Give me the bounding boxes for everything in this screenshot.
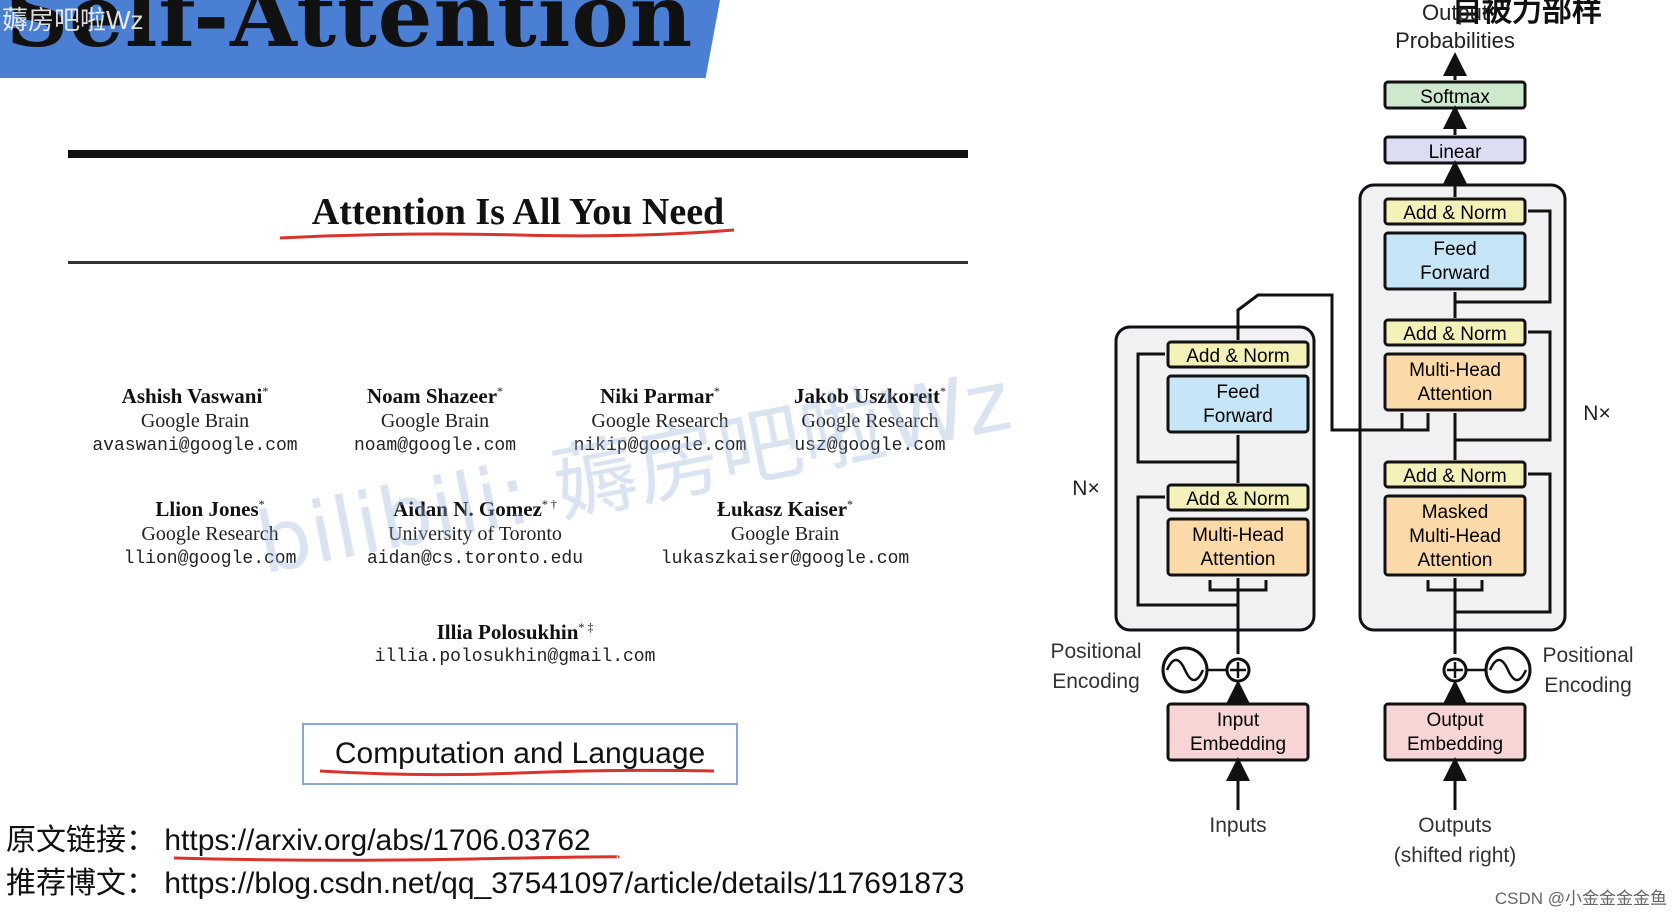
encoder-nx-label: N× [1072, 477, 1099, 500]
positional-encoding-right-1: Positional [1542, 644, 1633, 667]
author-email: illia.polosukhin@gmail.com [374, 647, 656, 667]
blog-link[interactable]: https://blog.csdn.net/qq_37541097/articl… [164, 867, 965, 900]
decoder-nx-label: N× [1583, 402, 1610, 425]
author-affiliation: University of Toronto [388, 523, 562, 545]
decoder-add-norm-3 [1383, 197, 1527, 226]
top-right-fragment: 自被力部样 [1452, 0, 1602, 28]
encoder-stack [1114, 325, 1316, 632]
slide-title: Self-Attention [6, 0, 694, 67]
softmax-label: Softmax [1420, 87, 1490, 108]
output-embedding-label-1: Output [1426, 710, 1484, 731]
multi-head-label-2: Attention [1201, 549, 1276, 570]
author-block: Illia Polosukhin* ‡ illia.polosukhin@gma… [350, 615, 680, 670]
author-affiliation: Google Research [591, 410, 729, 432]
author-block: Ashish Vaswani* Google Brain avaswani@go… [80, 379, 310, 459]
multi-head-label-1: Multi-Head [1409, 360, 1501, 381]
blog-link-row: 推荐博文： https://blog.csdn.net/qq_37541097/… [6, 858, 964, 902]
blog-link-label: 推荐博文： [6, 866, 156, 901]
author-name: Noam Shazeer* [366, 384, 504, 408]
author-affiliation: Google Brain [380, 410, 490, 432]
add-norm-label: Add & Norm [1186, 346, 1289, 367]
feed-forward-label-1: Feed [1433, 239, 1476, 260]
output-embedding-label-2: Embedding [1407, 734, 1503, 755]
red-underline [279, 228, 735, 240]
author-affiliation: Google Brain [730, 523, 840, 545]
title-banner: Self-Attention 薅房吧啦Wz [0, 0, 720, 78]
positional-encoding-left-2: Encoding [1052, 670, 1140, 693]
transformer-diagram: Output Probabilities Softmax Linear Add … [1050, 0, 1633, 867]
csdn-credit: CSDN @小金金金金鱼 [1494, 889, 1667, 908]
add-norm-label: Add & Norm [1186, 489, 1289, 510]
positional-encoding-left-1: Positional [1050, 640, 1141, 663]
author-email: llion@google.com [123, 549, 297, 569]
masked-label-2: Multi-Head [1409, 526, 1501, 547]
author-email: lukaszkaiser@google.com [660, 549, 910, 569]
author-name: Llion Jones* [155, 497, 265, 521]
author-name: Aidan N. Gomez* † [393, 497, 557, 521]
author-affiliation: Google Research [141, 523, 279, 545]
masked-label-1: Masked [1422, 502, 1489, 523]
paper-title: Attention Is All You Need [68, 190, 968, 240]
author-affiliation: Google Brain [140, 410, 250, 432]
video-watermark: 薅房吧啦Wz [2, 5, 144, 35]
feed-forward-label-2: Forward [1203, 406, 1273, 427]
decoder-feed-forward [1383, 231, 1527, 291]
red-underline [173, 855, 620, 862]
decoder-masked-attention [1383, 494, 1527, 577]
author-affiliation: Google Research [801, 410, 939, 432]
input-embedding-label-2: Embedding [1190, 734, 1286, 755]
author-block: Llion Jones* Google Research llion@googl… [95, 492, 325, 572]
author-email: usz@google.com [794, 436, 946, 456]
original-link-label: 原文链接： [6, 823, 156, 858]
decoder-add-norm-2 [1383, 318, 1527, 347]
multi-head-label-1: Multi-Head [1192, 525, 1284, 546]
author-block: Noam Shazeer* Google Brain noam@google.c… [320, 379, 550, 459]
author-email: aidan@cs.toronto.edu [366, 549, 584, 569]
masked-label-3: Attention [1418, 550, 1493, 571]
title-rule-bottom [68, 261, 968, 264]
author-name: Jakob Uszkoreit* [793, 384, 947, 408]
outputs-label-1: Outputs [1418, 814, 1492, 837]
linear-label: Linear [1429, 142, 1482, 163]
category-box: Computation and Language [302, 723, 738, 785]
feed-forward-label-2: Forward [1420, 263, 1490, 284]
category-label: Computation and Language [334, 737, 706, 770]
output-probabilities-label-2: Probabilities [1395, 28, 1515, 53]
author-block: Aidan N. Gomez* † University of Toronto … [350, 492, 600, 572]
decoder-cross-attention [1383, 352, 1527, 412]
author-email: avaswani@google.com [92, 436, 298, 456]
author-name: Łukasz Kaiser* [716, 497, 854, 521]
author-email: noam@google.com [353, 436, 517, 456]
input-embedding-label-1: Input [1217, 710, 1260, 731]
author-block: Łukasz Kaiser* Google Brain lukaszkaiser… [640, 492, 930, 572]
add-norm-label: Add & Norm [1403, 466, 1506, 487]
output-probabilities-label-1: Output [1422, 0, 1488, 25]
author-name: Niki Parmar* [600, 384, 720, 408]
author-email: nikip@google.com [573, 436, 747, 456]
decoder-add-norm-1 [1383, 460, 1527, 489]
add-norm-label: Add & Norm [1403, 203, 1506, 224]
encoder-self-attention [1166, 517, 1310, 577]
author-name: Illia Polosukhin* ‡ [436, 620, 594, 644]
original-link-row: 原文链接： https://arxiv.org/abs/1706.03762 [6, 815, 591, 859]
outputs-label-2: (shifted right) [1394, 844, 1517, 867]
feed-forward-label-1: Feed [1216, 382, 1259, 403]
author-block: Jakob Uszkoreit* Google Research usz@goo… [755, 379, 985, 459]
multi-head-label-2: Attention [1418, 384, 1493, 405]
original-link[interactable]: https://arxiv.org/abs/1706.03762 [164, 824, 591, 857]
encoder-add-norm-2 [1166, 340, 1310, 369]
inputs-label: Inputs [1209, 814, 1266, 837]
author-block: Niki Parmar* Google Research nikip@googl… [545, 379, 775, 459]
red-underline [319, 768, 715, 777]
positional-encoding-right-2: Encoding [1544, 674, 1632, 697]
title-rule-top [68, 150, 968, 158]
add-norm-label: Add & Norm [1403, 324, 1506, 345]
encoder-feed-forward [1166, 374, 1310, 434]
author-name: Ashish Vaswani* [121, 384, 269, 408]
encoder-add-norm-1 [1166, 483, 1310, 512]
